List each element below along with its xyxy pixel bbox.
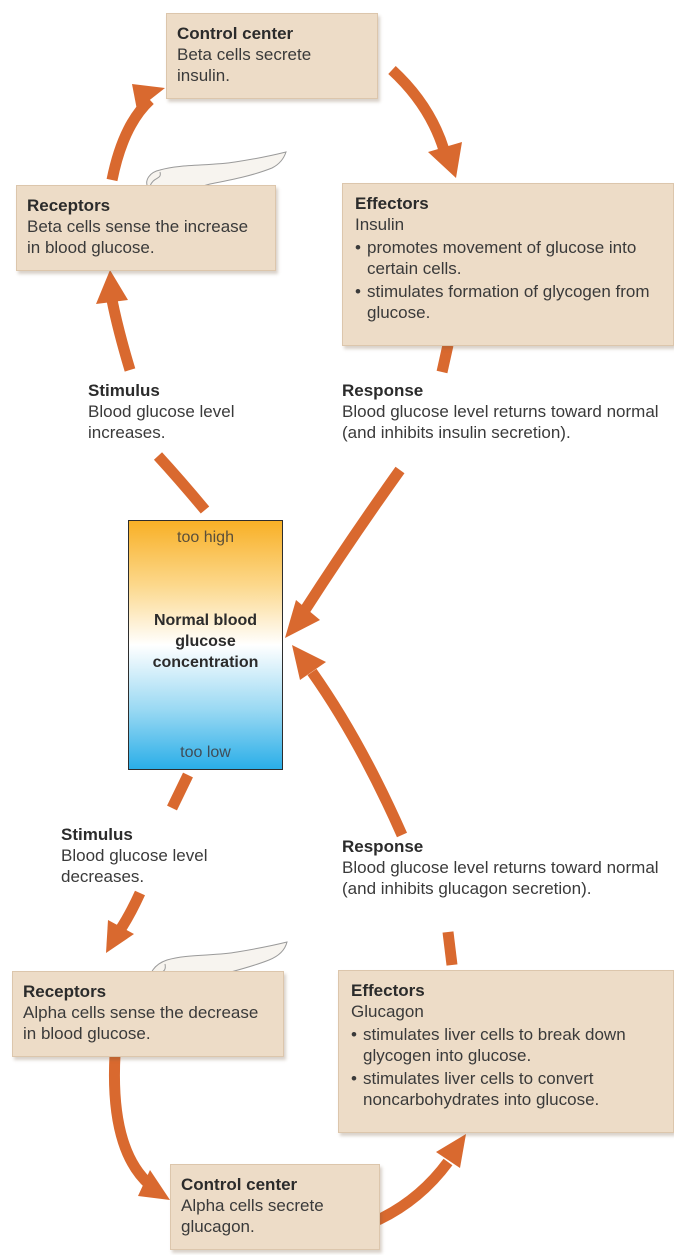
effectors-bullet: •stimulates liver cells to convert nonca… xyxy=(351,1068,661,1110)
arrowhead xyxy=(428,142,462,178)
stimulus-label-top: Stimulus Blood glucose level increases. xyxy=(88,380,268,443)
too-high-label: too high xyxy=(129,527,282,548)
arrow-control-to-effectors-top xyxy=(392,70,444,150)
control-center-text: Beta cells secrete insulin. xyxy=(177,44,367,86)
arrow-normal-to-stimulus-bottom xyxy=(172,775,188,808)
control-center-title: Control center xyxy=(181,1174,369,1195)
receptors-title: Receptors xyxy=(23,981,273,1002)
arrow-stimulus-to-receptors-top xyxy=(112,300,130,370)
effectors-title: Effectors xyxy=(351,980,661,1001)
effectors-subtitle: Glucagon xyxy=(351,1001,661,1022)
stimulus-label-bottom: Stimulus Blood glucose level decreases. xyxy=(61,824,241,887)
receptors-text: Beta cells sense the increase in blood g… xyxy=(27,216,265,258)
arrowhead xyxy=(96,270,128,304)
stimulus-text: Blood glucose level decreases. xyxy=(61,845,241,887)
receptors-box-bottom: Receptors Alpha cells sense the decrease… xyxy=(12,971,284,1057)
effectors-box-top: Effectors Insulin •promotes movement of … xyxy=(342,183,674,346)
response-label-top: Response Blood glucose level returns tow… xyxy=(342,380,672,443)
effectors-bullet: •stimulates formation of glycogen from g… xyxy=(355,281,661,323)
normal-concentration-label: Normal blood glucose concentration xyxy=(129,610,282,673)
response-text: Blood glucose level returns toward norma… xyxy=(342,401,672,443)
response-text: Blood glucose level returns toward norma… xyxy=(342,857,672,899)
arrow-effectors-to-response-top xyxy=(442,345,448,372)
response-title: Response xyxy=(342,836,672,857)
stimulus-text: Blood glucose level increases. xyxy=(88,401,268,443)
arrow-control-to-effectors-bottom xyxy=(378,1162,448,1220)
arrow-effectors-to-response-bottom xyxy=(448,932,452,965)
stimulus-title: Stimulus xyxy=(88,380,268,401)
effectors-bullet: •promotes movement of glucose into certa… xyxy=(355,237,661,279)
control-center-text: Alpha cells secrete glucagon. xyxy=(181,1195,369,1237)
effectors-bullet: •stimulates liver cells to break down gl… xyxy=(351,1024,661,1066)
control-center-title: Control center xyxy=(177,23,367,44)
normal-concentration-bar: too high Normal blood glucose concentrat… xyxy=(128,520,283,770)
arrowhead xyxy=(285,600,320,638)
control-center-box-top: Control center Beta cells secrete insuli… xyxy=(166,13,378,99)
effectors-title: Effectors xyxy=(355,193,661,214)
response-title: Response xyxy=(342,380,672,401)
receptors-text: Alpha cells sense the decrease in blood … xyxy=(23,1002,273,1044)
arrow-response-to-normal-top xyxy=(305,470,400,610)
arrow-normal-to-stimulus-top xyxy=(158,456,205,510)
too-low-label: too low xyxy=(129,742,282,763)
receptors-box-top: Receptors Beta cells sense the increase … xyxy=(16,185,276,271)
arrow-stimulus-to-receptors-bottom xyxy=(120,893,140,930)
stimulus-title: Stimulus xyxy=(61,824,241,845)
arrow-response-to-normal-bottom xyxy=(312,672,402,835)
response-label-bottom: Response Blood glucose level returns tow… xyxy=(342,836,672,899)
effectors-subtitle: Insulin xyxy=(355,214,661,235)
effectors-box-bottom: Effectors Glucagon •stimulates liver cel… xyxy=(338,970,674,1133)
receptors-title: Receptors xyxy=(27,195,265,216)
arrow-receptors-to-control-bottom xyxy=(114,1055,150,1185)
control-center-box-bottom: Control center Alpha cells secrete gluca… xyxy=(170,1164,380,1250)
